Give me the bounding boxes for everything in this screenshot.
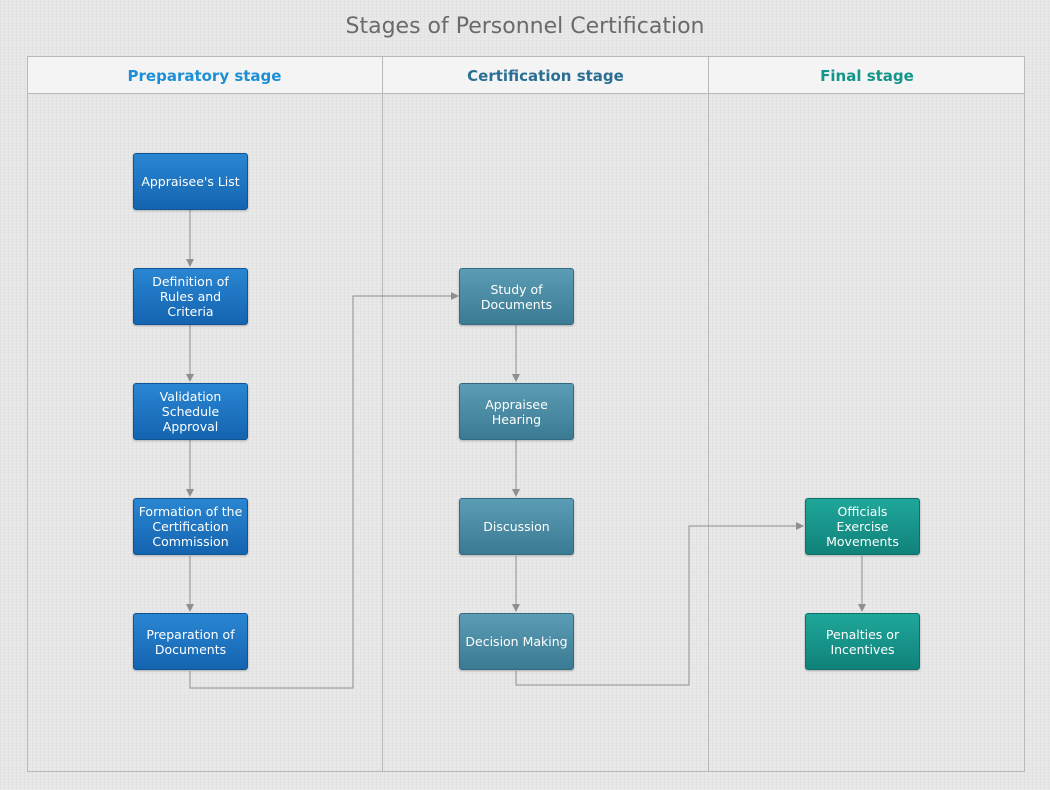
node-study-documents: Study of Documents (459, 268, 574, 325)
node-label: Decision Making (465, 634, 568, 649)
node-validation-schedule: Validation Schedule Approval (133, 383, 248, 440)
node-label: Appraisee Hearing (485, 396, 548, 427)
node-formation-commission: Formation of the Certification Commissio… (133, 498, 248, 555)
diagram-title: Stages of Personnel Certification (345, 14, 705, 39)
lane-header-preparatory: Preparatory stage (127, 67, 282, 85)
node-label: Formation of the Certification Commissio… (138, 504, 243, 549)
lane-divider-2 (708, 56, 709, 772)
lane-header-band (27, 56, 1025, 94)
node-penalties-incentives: Penalties or Incentives (805, 613, 920, 670)
connector-decision-to-officials (515, 522, 804, 686)
lane-divider-1 (382, 56, 383, 772)
node-label: Penalties or Incentives (825, 626, 900, 657)
node-label: Preparation of Documents (146, 626, 235, 657)
node-discussion: Discussion (459, 498, 574, 555)
node-label: Appraisee's List (141, 174, 240, 189)
node-label: Validation Schedule Approval (159, 389, 222, 434)
node-label: Discussion (483, 519, 550, 534)
node-appraisees-list: Appraisee's List (133, 153, 248, 210)
node-officials-exercise: Officials Exercise Movements (805, 498, 920, 555)
lane-header-final: Final stage (820, 67, 914, 85)
node-appraisee-hearing: Appraisee Hearing (459, 383, 574, 440)
node-label: Officials Exercise Movements (826, 504, 899, 549)
lane-header-certification: Certification stage (467, 67, 624, 85)
node-preparation-documents: Preparation of Documents (133, 613, 248, 670)
node-label: Study of Documents (480, 281, 553, 312)
connector-preparation-to-study (189, 292, 459, 689)
node-decision-making: Decision Making (459, 613, 574, 670)
node-label: Definition of Rules and Criteria (152, 274, 229, 319)
node-definition-rules: Definition of Rules and Criteria (133, 268, 248, 325)
